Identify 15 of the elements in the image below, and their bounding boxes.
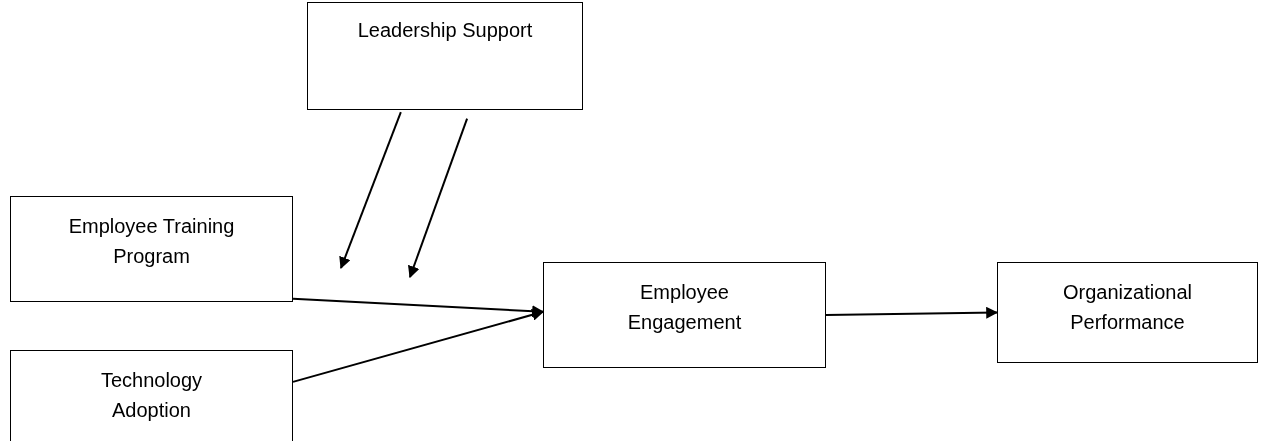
process-box (10, 196, 293, 302)
node-label: Employee Training Program (67, 214, 236, 269)
process-box (10, 350, 293, 441)
process-box (307, 2, 583, 110)
process-box (543, 262, 826, 368)
node-label: Organizational Performance (1062, 280, 1193, 335)
node-label: Technology Adoption (99, 368, 204, 423)
node-label: Employee Engagement (626, 280, 743, 335)
arrow (292, 308, 545, 383)
arrow (292, 297, 545, 318)
node-label: Leadership Support (357, 18, 533, 43)
arrow (825, 306, 999, 319)
arrow (339, 111, 402, 270)
process-box (997, 262, 1258, 363)
arrow (408, 117, 469, 279)
